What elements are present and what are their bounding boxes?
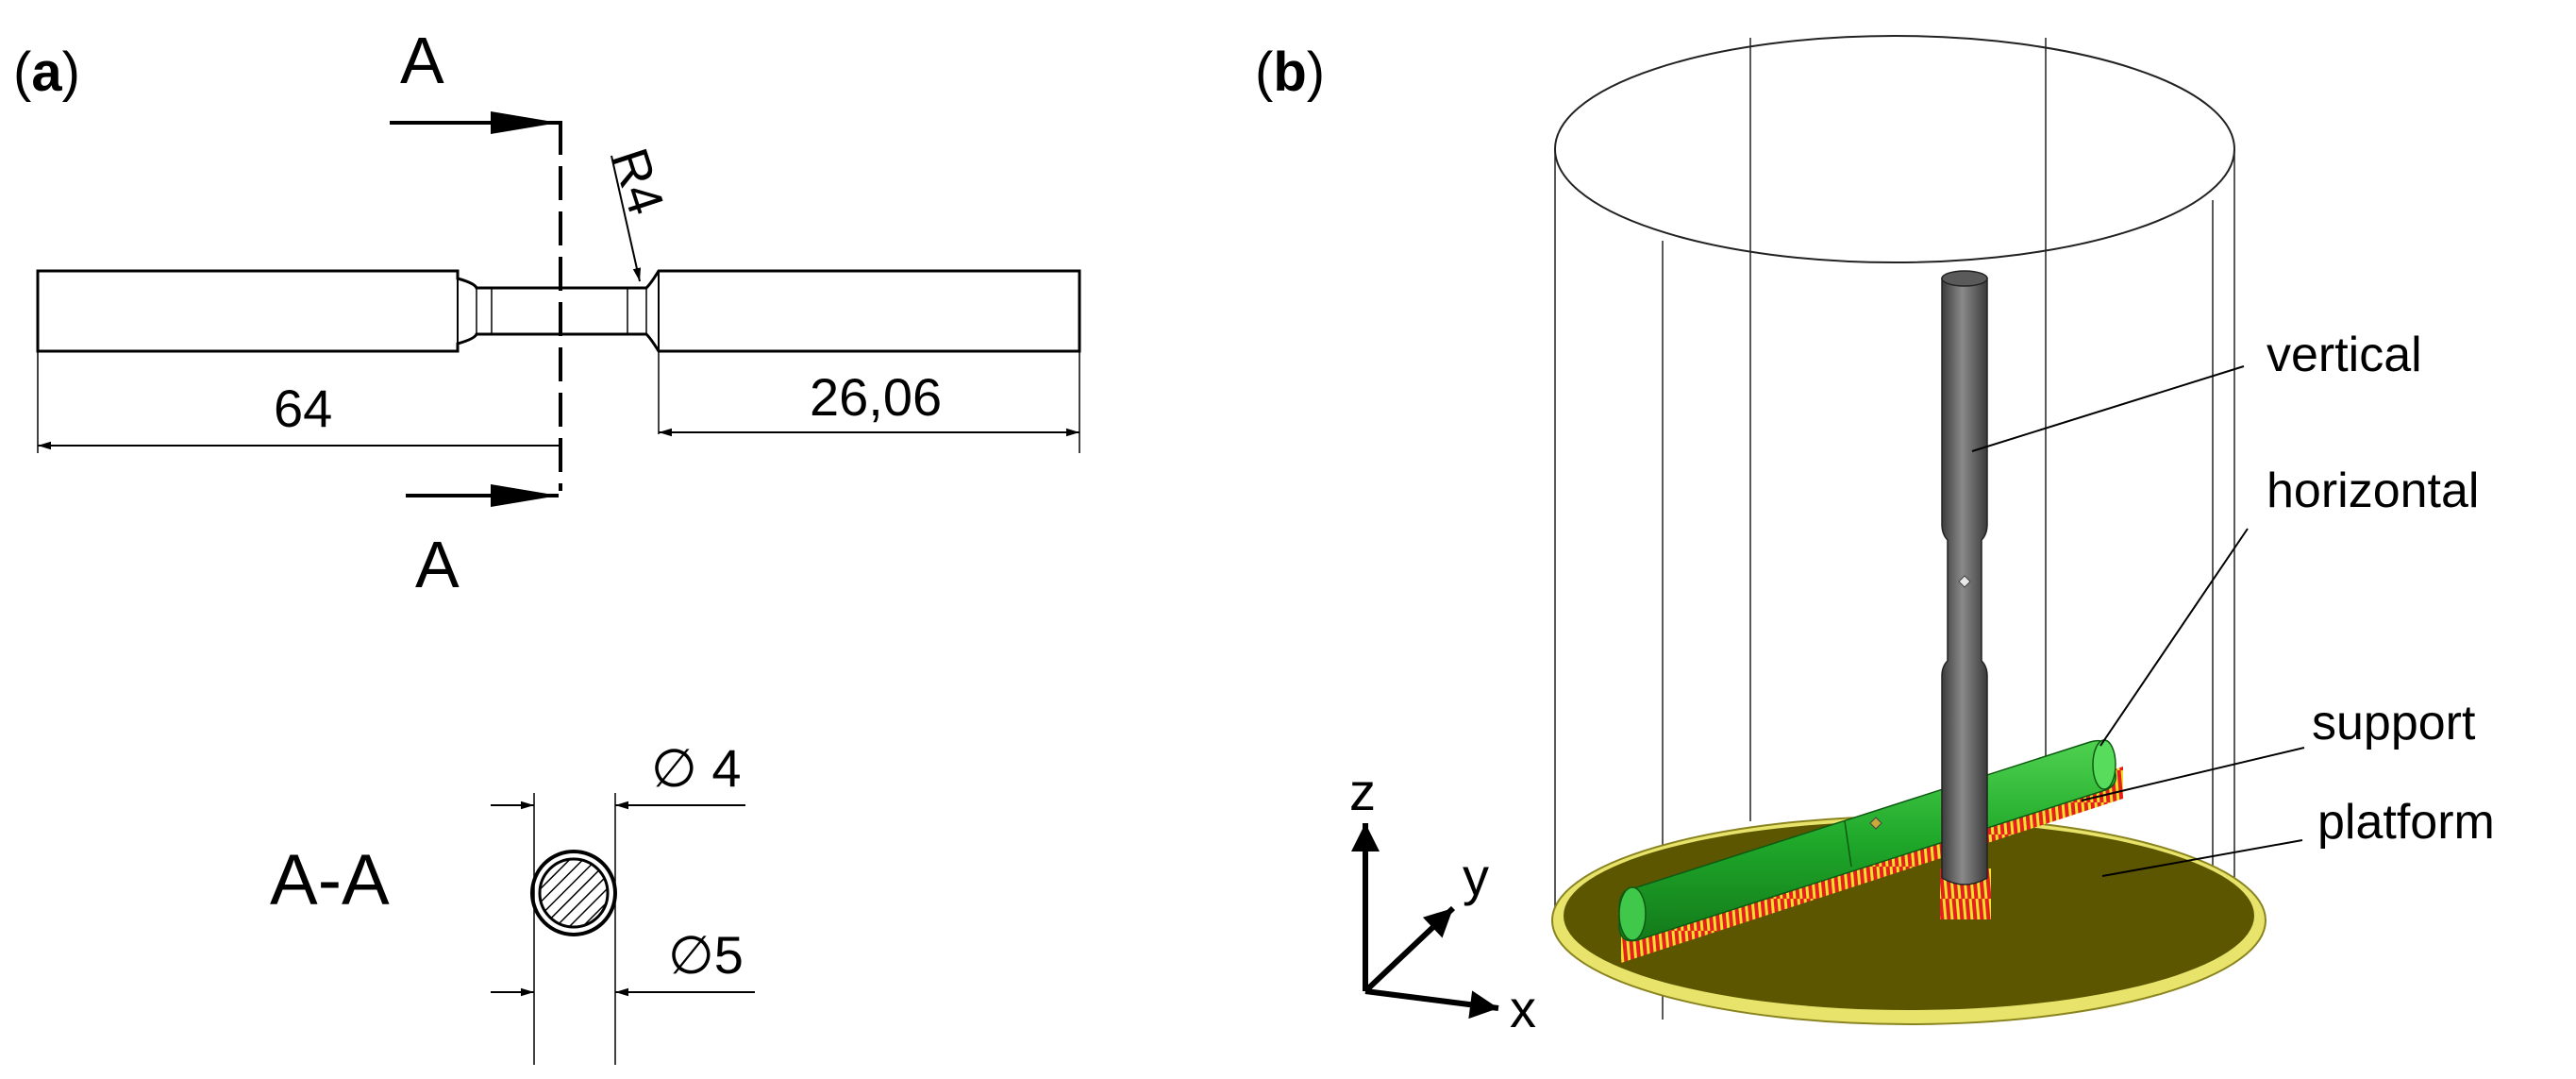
callout-support: support (2312, 696, 2476, 750)
gauge-marker (1958, 575, 1971, 588)
callout-horizontal: horizontal (2267, 464, 2479, 518)
callout-leader-horizontal (2099, 528, 2249, 747)
cross-section-inner (538, 857, 610, 929)
callout-platform: platform (2317, 795, 2495, 850)
panel-b-label: (b) (1255, 42, 1325, 103)
radius-label: R4 (601, 142, 675, 221)
section-mark-bottom: A (415, 528, 460, 601)
callout-leader-support (2081, 747, 2305, 801)
horizontal-assembly (1618, 739, 2123, 963)
panel-a: (a) A A R4 64 26,06 A-A (13, 24, 1081, 1065)
horizontal-specimen-end (2092, 739, 2116, 790)
chamber-top (1554, 35, 2235, 263)
horizontal-shoulder (1844, 820, 1852, 868)
panel-a-label: (a) (13, 42, 80, 103)
section-arrow-top-head (491, 111, 559, 134)
vertical-assembly (1940, 270, 1991, 919)
callout-vertical: vertical (2267, 328, 2422, 382)
dim-end-length: 26,06 (810, 367, 942, 427)
vertical-specimen-top (1941, 270, 1988, 287)
dim-outer-diameter: ∅5 (668, 925, 744, 985)
axis-label-x: x (1510, 979, 1536, 1038)
dim-total-length: 64 (274, 379, 332, 438)
axis-y (1363, 905, 1456, 994)
section-title: A-A (270, 840, 390, 920)
callout-leader-platform (2101, 839, 2303, 877)
gauge-marker (1869, 817, 1882, 830)
horizontal-specimen-end (1618, 886, 1647, 941)
radius-leader (611, 155, 642, 282)
dim-inner-diameter: ∅ 4 (651, 738, 741, 798)
section-arrow-bottom-head (491, 484, 559, 507)
panel-b: (b) (1255, 35, 2495, 1038)
axis-label-z: z (1349, 762, 1376, 821)
callout-leader-vertical (1971, 365, 2245, 452)
axis-label-y: y (1463, 847, 1489, 906)
axis-x (1364, 988, 1499, 1020)
section-mark-top: A (400, 24, 444, 97)
